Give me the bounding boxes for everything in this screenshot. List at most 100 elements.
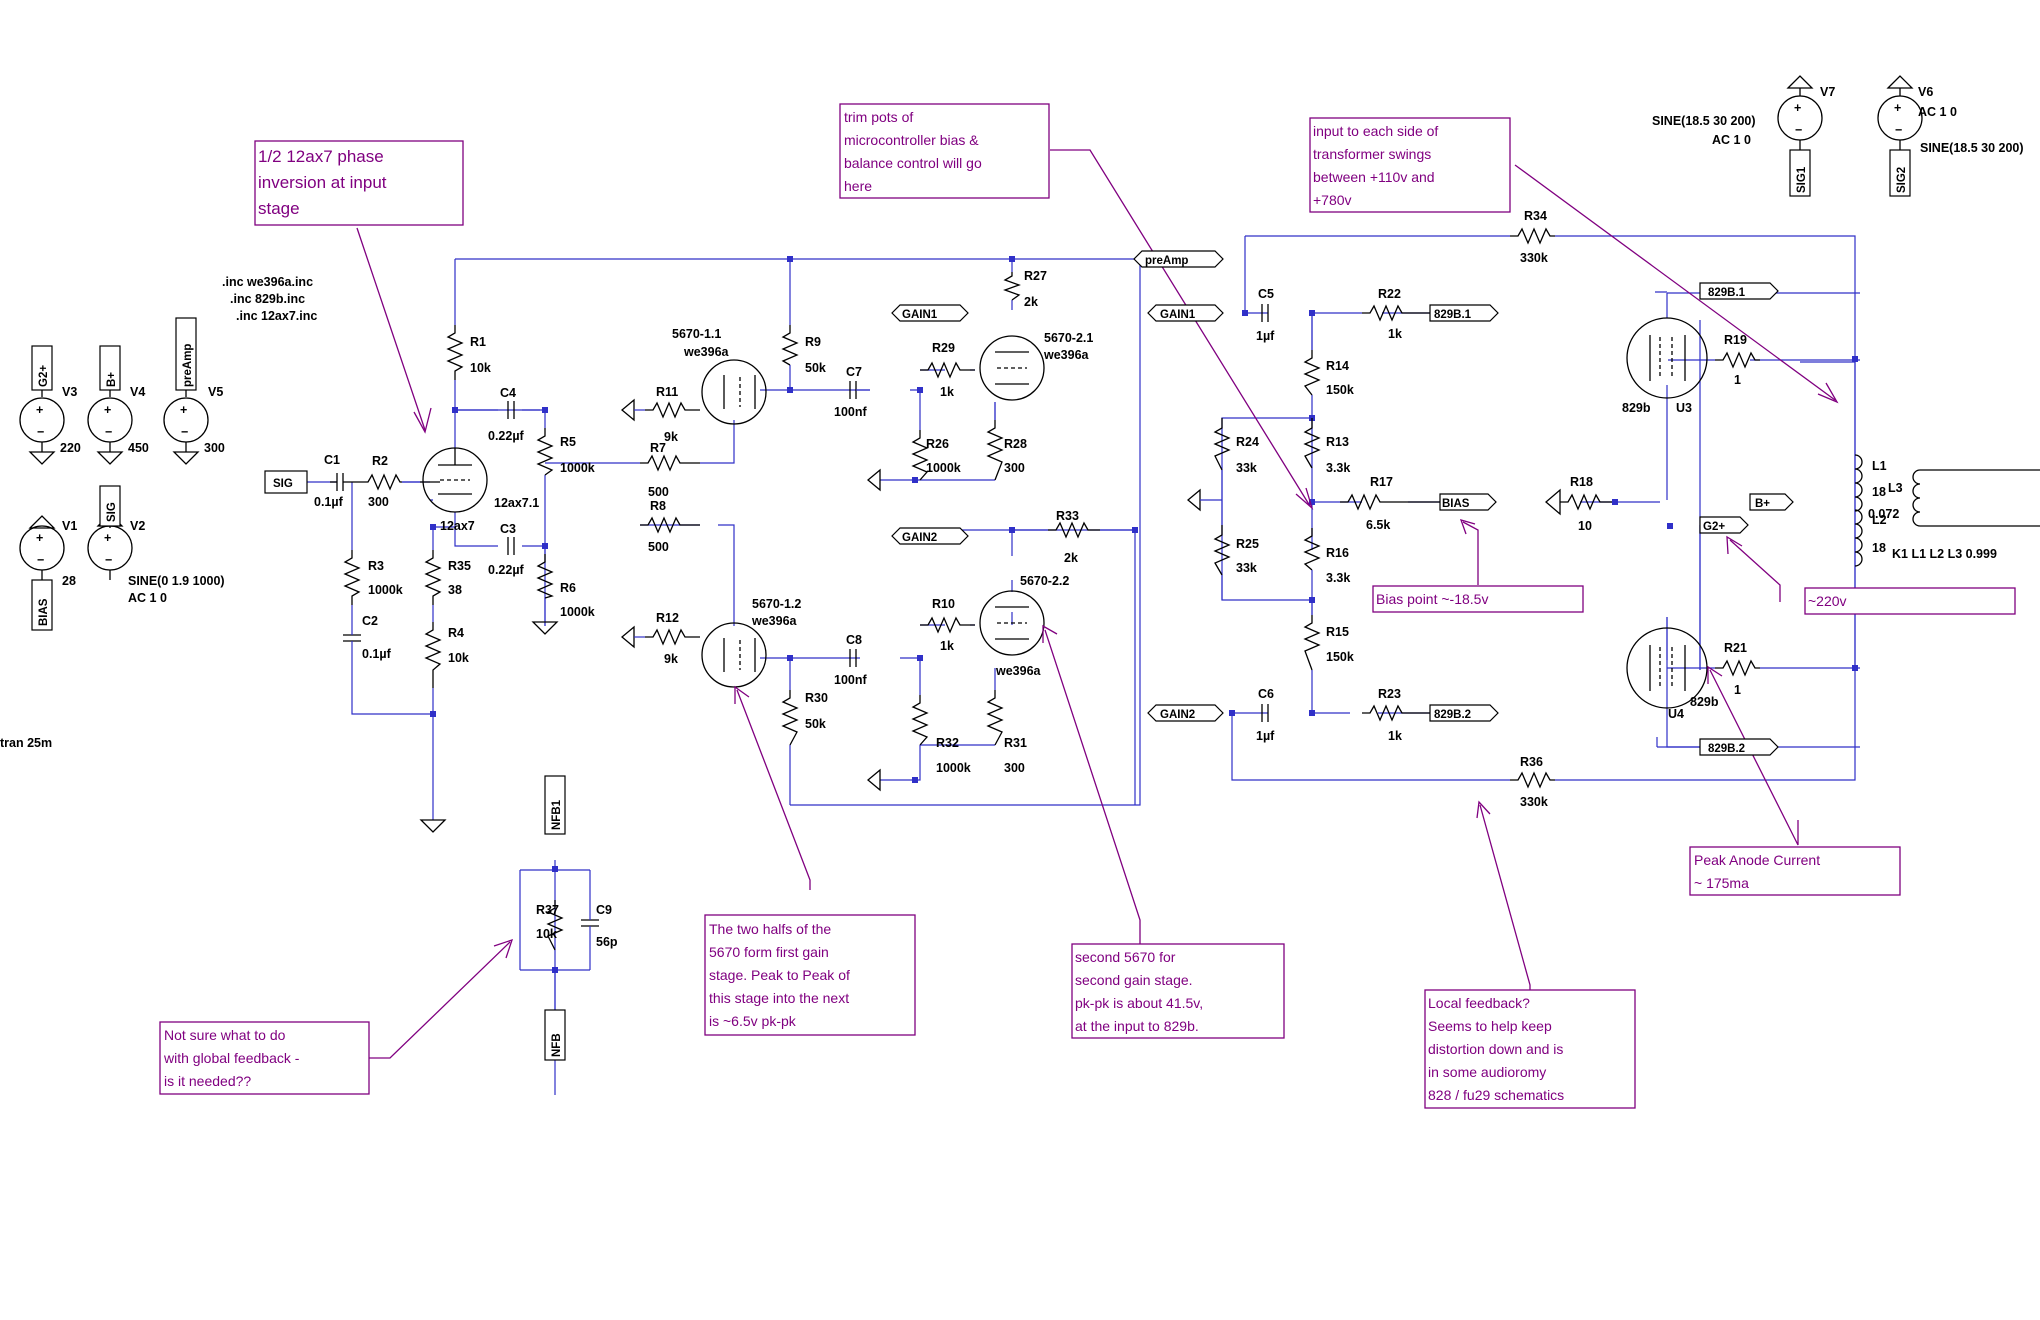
r35-symbol — [424, 550, 442, 605]
ground-icon — [419, 819, 447, 833]
svg-text:in some audioromy: in some audioromy — [1428, 1064, 1546, 1080]
svg-text:Bias point ~-18.5v: Bias point ~-18.5v — [1376, 591, 1488, 607]
svg-text:SIG1: SIG1 — [1796, 166, 1808, 193]
svg-text:1µf: 1µf — [1256, 329, 1275, 343]
svg-text:R33: R33 — [1056, 509, 1079, 523]
capacitors — [330, 304, 1313, 950]
r31-symbol — [986, 690, 1004, 746]
svg-text:SINE(0 1.9 1000): SINE(0 1.9 1000) — [128, 574, 225, 588]
svg-text:Peak Anode Current: Peak Anode Current — [1694, 852, 1820, 868]
net-flags — [31, 149, 1911, 1061]
ground-icon — [28, 451, 56, 465]
svg-text:3.3k: 3.3k — [1326, 571, 1350, 585]
svg-text:GAIN1: GAIN1 — [902, 309, 938, 321]
svg-text:we396a: we396a — [683, 345, 730, 359]
tube-12ax7 — [420, 447, 488, 513]
net-label-text: SIG preAmp GAIN1 GAIN2 GAIN1 GAIN2 BIAS … — [38, 166, 1908, 1057]
svg-text:BIAS: BIAS — [38, 598, 50, 626]
svg-text:−: − — [1895, 123, 1902, 137]
ground-icon — [1545, 488, 1561, 516]
svg-text:R31: R31 — [1004, 736, 1027, 750]
svg-text:R18: R18 — [1570, 475, 1593, 489]
svg-text:R32: R32 — [936, 736, 959, 750]
svg-text:SIG2: SIG2 — [1896, 167, 1908, 193]
svg-text:220: 220 — [60, 441, 81, 455]
svg-text:R1: R1 — [470, 335, 486, 349]
svg-text:R8: R8 — [650, 499, 666, 513]
svg-text:0.1µf: 0.1µf — [314, 495, 344, 509]
directive-text: .inc we396a.inc .inc 829b.inc .inc 12ax7… — [0, 275, 317, 750]
svg-text:+: + — [104, 531, 111, 545]
r18-symbol — [1560, 493, 1612, 511]
svg-text:second 5670 for: second 5670 for — [1075, 949, 1176, 965]
svg-text:R5: R5 — [560, 435, 576, 449]
svg-text:56p: 56p — [596, 935, 618, 949]
svg-text:G2+: G2+ — [38, 365, 50, 387]
svg-text:R35: R35 — [448, 559, 471, 573]
svg-text:R24: R24 — [1236, 435, 1259, 449]
svg-text:R27: R27 — [1024, 269, 1047, 283]
r26-symbol — [911, 430, 929, 481]
svg-text:L2: L2 — [1872, 513, 1887, 527]
r4-symbol — [424, 622, 442, 688]
annotation-text: 1/2 12ax7 phase inversion at input stage… — [163, 109, 1847, 1103]
svg-text:is it needed??: is it needed?? — [164, 1073, 251, 1089]
svg-text:distortion down and is: distortion down and is — [1428, 1041, 1563, 1057]
svg-text:SINE(18.5 30 200): SINE(18.5 30 200) — [1920, 141, 2024, 155]
svg-text:10k: 10k — [536, 927, 557, 941]
svg-text:R30: R30 — [805, 691, 828, 705]
transformer-labels: L1 18 L2 18 L3 0.072 K1 L1 L2 L3 0.999 — [1868, 459, 1997, 561]
c2-symbol — [343, 625, 361, 665]
svg-text:28: 28 — [62, 574, 76, 588]
svg-text:1/2 12ax7 phase: 1/2 12ax7 phase — [258, 147, 384, 166]
ground-icon — [620, 398, 635, 422]
svg-text:pk-pk is about 41.5v,: pk-pk is about 41.5v, — [1075, 995, 1203, 1011]
ground-icon — [1186, 488, 1201, 512]
svg-text:C4: C4 — [500, 386, 516, 400]
ground-icon — [96, 451, 124, 465]
resistors — [343, 227, 1760, 951]
r30-symbol — [781, 690, 799, 746]
svg-text:1k: 1k — [1388, 327, 1402, 341]
r12-symbol — [645, 628, 700, 646]
r3-symbol — [343, 550, 361, 605]
svg-text:L3: L3 — [1888, 481, 1903, 495]
r15-symbol — [1303, 615, 1321, 671]
svg-text:18: 18 — [1872, 485, 1886, 499]
svg-text:829B.2: 829B.2 — [1434, 709, 1471, 721]
svg-text:L1: L1 — [1872, 459, 1887, 473]
svg-text:R28: R28 — [1004, 437, 1027, 451]
svg-text:−: − — [37, 553, 44, 567]
svg-text:input to each side of: input to each side of — [1313, 123, 1438, 139]
tube-u3 — [1626, 317, 1708, 399]
svg-text:300: 300 — [204, 441, 225, 455]
svg-text:R22: R22 — [1378, 287, 1401, 301]
svg-text:at the input to 829b.: at the input to 829b. — [1075, 1018, 1199, 1034]
svg-text:R14: R14 — [1326, 359, 1349, 373]
svg-text:between +110v and: between +110v and — [1313, 169, 1435, 185]
output-transformer — [1854, 454, 2040, 567]
svg-text:1µf: 1µf — [1256, 729, 1275, 743]
svg-text:+: + — [180, 403, 187, 417]
svg-text:R17: R17 — [1370, 475, 1393, 489]
tube-5670-12 — [701, 622, 767, 688]
ground-icon — [531, 621, 559, 635]
svg-text:12ax7: 12ax7 — [440, 519, 475, 533]
r22-symbol — [1362, 304, 1430, 322]
r6-symbol — [536, 554, 554, 599]
r5-symbol — [536, 428, 554, 476]
svg-text:R26: R26 — [926, 437, 949, 451]
svg-text:C5: C5 — [1258, 287, 1274, 301]
svg-text:GAIN2: GAIN2 — [902, 532, 937, 544]
r34-symbol — [1510, 227, 1555, 245]
ground-icon — [172, 451, 200, 465]
svg-text:GAIN2: GAIN2 — [1160, 709, 1195, 721]
svg-text:stage: stage — [258, 199, 300, 218]
svg-text:preAmp: preAmp — [1145, 255, 1188, 267]
svg-text:−: − — [37, 425, 44, 439]
svg-text:K1 L1 L2 L3 0.999: K1 L1 L2 L3 0.999 — [1892, 547, 1997, 561]
svg-text:1000k: 1000k — [368, 583, 403, 597]
svg-text:R15: R15 — [1326, 625, 1349, 639]
